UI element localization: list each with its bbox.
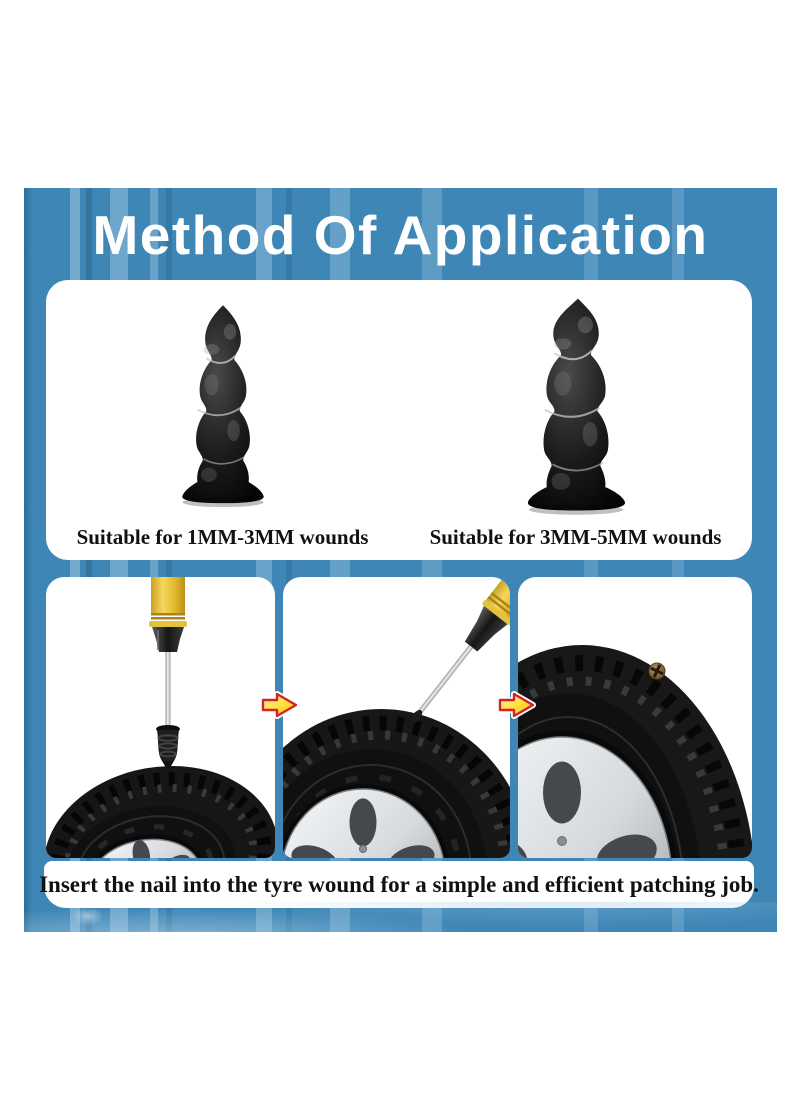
- caption-panel: Insert the nail into the tyre wound for …: [39, 861, 759, 908]
- small-nail-label: Suitable for 1MM-3MM wounds: [76, 525, 369, 549]
- screwdriver-tool: [149, 577, 187, 771]
- arrow-right-icon: [260, 691, 299, 719]
- screwdriver-tool-angled: [410, 577, 510, 724]
- installed-nail-head-icon: [648, 662, 666, 680]
- application-steps-strip: [46, 577, 752, 858]
- screwdriver-tool-over-tire-icon: [46, 577, 275, 858]
- step-photo-nail-installed: [518, 577, 752, 858]
- large-nail-figure: Suitable for 3MM-5MM wounds: [399, 280, 752, 560]
- step-photo-position-nail: [46, 577, 275, 858]
- rubber-nail-large-icon: [527, 298, 625, 515]
- page-title: Method Of Application: [92, 204, 709, 266]
- tire-with-nail-installed-icon: [518, 645, 752, 858]
- step-photo-insert-nail: [283, 577, 510, 858]
- blue-banner: Method Of Application: [24, 188, 777, 932]
- small-nail-figure: Suitable for 1MM-3MM wounds: [46, 280, 399, 560]
- rubber-nail-small-icon: [181, 305, 264, 508]
- screwdriver-inserting-nail-into-tire-icon: [283, 577, 510, 858]
- caption-text: Insert the nail into the tyre wound for …: [39, 871, 759, 897]
- nail-size-guide-panel: Suitable for 1MM-3MM wounds: [46, 280, 752, 560]
- large-nail-label: Suitable for 3MM-5MM wounds: [429, 525, 722, 549]
- arrow-right-icon: [497, 691, 536, 719]
